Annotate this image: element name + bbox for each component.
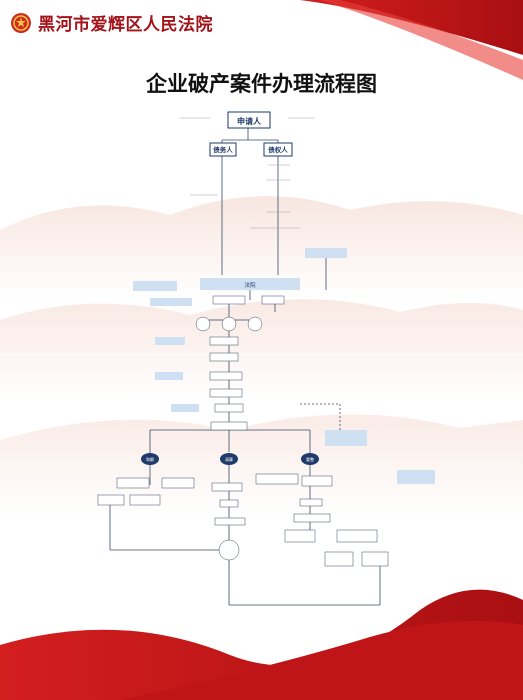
flowchart-nodes: 申请人 债务人 债权人 法院 — [97, 111, 435, 567]
node-court: 法院 — [244, 281, 256, 289]
node-liquidation: 清算 — [225, 456, 233, 462]
node-debtor: 债务人 — [213, 145, 233, 154]
header: 黑河市爱辉区人民法院 — [10, 10, 213, 35]
node-creditor: 债权人 — [268, 145, 288, 154]
flowchart-notes — [180, 117, 315, 229]
node-settlement: 和解 — [146, 456, 154, 462]
node-reorganization: 重整 — [306, 456, 314, 462]
page-title: 企业破产案件办理流程图 — [146, 71, 377, 96]
court-name: 黑河市爱辉区人民法院 — [38, 15, 213, 35]
court-emblem-icon — [11, 12, 31, 33]
node-applicant: 申请人 — [237, 116, 262, 126]
